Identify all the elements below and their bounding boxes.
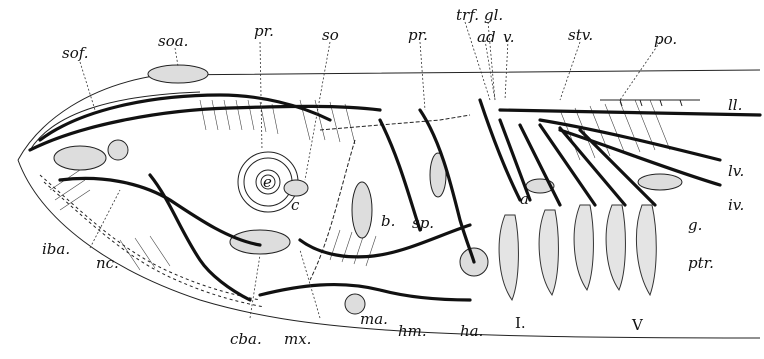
gill-arches xyxy=(499,205,656,300)
label-roman-i: I. xyxy=(515,314,526,332)
label-v: v. xyxy=(503,28,514,46)
label-roman-v: V xyxy=(631,316,644,334)
nerve-sof xyxy=(30,106,380,150)
label-pr-mid: pr. xyxy=(408,26,428,44)
label-nc: nc. xyxy=(96,254,119,272)
label-ma: ma. xyxy=(360,310,388,328)
label-stv: stv. xyxy=(568,26,593,44)
label-ad: ad xyxy=(477,28,496,46)
nerve-ma xyxy=(260,285,470,300)
ganglion-cba xyxy=(230,230,290,254)
label-pr-left: pr. xyxy=(254,22,274,40)
label-so: so xyxy=(322,26,339,44)
label-sof: sof. xyxy=(62,44,89,62)
nerve-ll xyxy=(500,110,760,115)
body-outline xyxy=(18,70,760,338)
label-ha: ha. xyxy=(460,322,483,340)
labels: sof. soa. pr. so pr. trf. gl. ad v. stv.… xyxy=(42,6,744,348)
label-iba: iba. xyxy=(42,240,70,258)
ganglion-b xyxy=(352,182,372,238)
ganglion-so xyxy=(284,180,308,196)
label-po: po. xyxy=(654,30,677,48)
ganglion-small xyxy=(108,140,128,160)
ganglion-soa xyxy=(148,65,208,83)
label-hm: hm. xyxy=(398,322,427,340)
gill-arch-2 xyxy=(539,210,558,295)
lateral-branches xyxy=(600,100,700,106)
label-b: b. xyxy=(381,212,395,230)
label-lv: lv. xyxy=(728,162,744,180)
gill-arch-5 xyxy=(636,205,656,295)
label-a: a xyxy=(520,190,529,208)
label-g: g. xyxy=(688,216,702,234)
label-gl: gl. xyxy=(484,6,503,24)
label-mx: mx. xyxy=(284,330,311,348)
ganglion-g xyxy=(638,174,682,190)
ganglion-iba xyxy=(54,146,106,170)
label-iv: iv. xyxy=(728,196,744,214)
nerve-soa xyxy=(40,95,330,140)
label-sp: sp. xyxy=(412,214,434,232)
label-c: c xyxy=(291,196,300,214)
gill-arch-1 xyxy=(499,215,518,300)
nerve-ad xyxy=(480,100,520,200)
label-ptr: ptr. xyxy=(688,254,714,272)
label-cba: cba. xyxy=(230,330,262,348)
label-e: e xyxy=(263,173,272,191)
gill-arch-4 xyxy=(606,205,625,290)
gill-arch-3 xyxy=(574,205,593,290)
label-soa: soa. xyxy=(158,32,188,50)
label-ll: ll. xyxy=(728,96,742,114)
label-trf: trf. xyxy=(456,6,479,24)
